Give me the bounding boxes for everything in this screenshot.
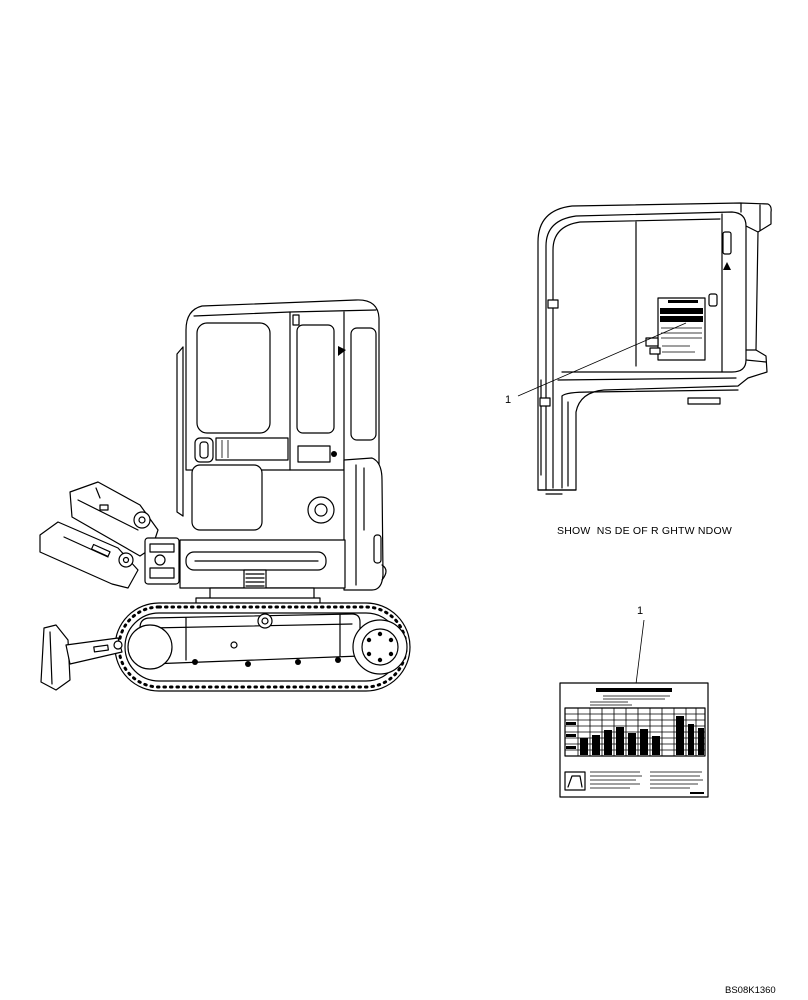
side-window xyxy=(296,324,335,434)
sprocket-bolts xyxy=(366,631,394,663)
view-caption: SHOW NS DE OF R GHTW NDOW xyxy=(557,525,732,537)
track-assembly xyxy=(114,602,411,692)
decal-capacity-table xyxy=(564,707,706,757)
track-frame xyxy=(139,613,361,665)
door-lower-panel xyxy=(191,464,263,531)
decal-inside-cab xyxy=(645,297,706,361)
callout-label-decal: 1 xyxy=(637,605,643,617)
cab xyxy=(176,299,380,531)
boom-arm xyxy=(39,481,180,589)
engine-cover xyxy=(307,457,387,591)
excavator-illustration xyxy=(39,299,411,692)
decal-heading-mark xyxy=(596,688,672,692)
door-window xyxy=(196,322,271,434)
idler-wheel xyxy=(127,624,173,670)
cab-interior-view xyxy=(537,202,772,495)
decal-warning-block xyxy=(564,771,704,794)
callout-leader-cab xyxy=(517,322,687,397)
lifting-capacity-decal xyxy=(559,682,709,798)
callout-label-cab: 1 xyxy=(505,394,511,406)
rear-window xyxy=(350,327,377,441)
callout-leader-decal xyxy=(635,619,645,685)
window-latch xyxy=(722,231,732,255)
grille xyxy=(243,569,267,591)
drawing-number: BS08K1360 xyxy=(725,985,776,996)
upper-structure xyxy=(179,539,346,607)
dozer-blade xyxy=(40,624,123,691)
